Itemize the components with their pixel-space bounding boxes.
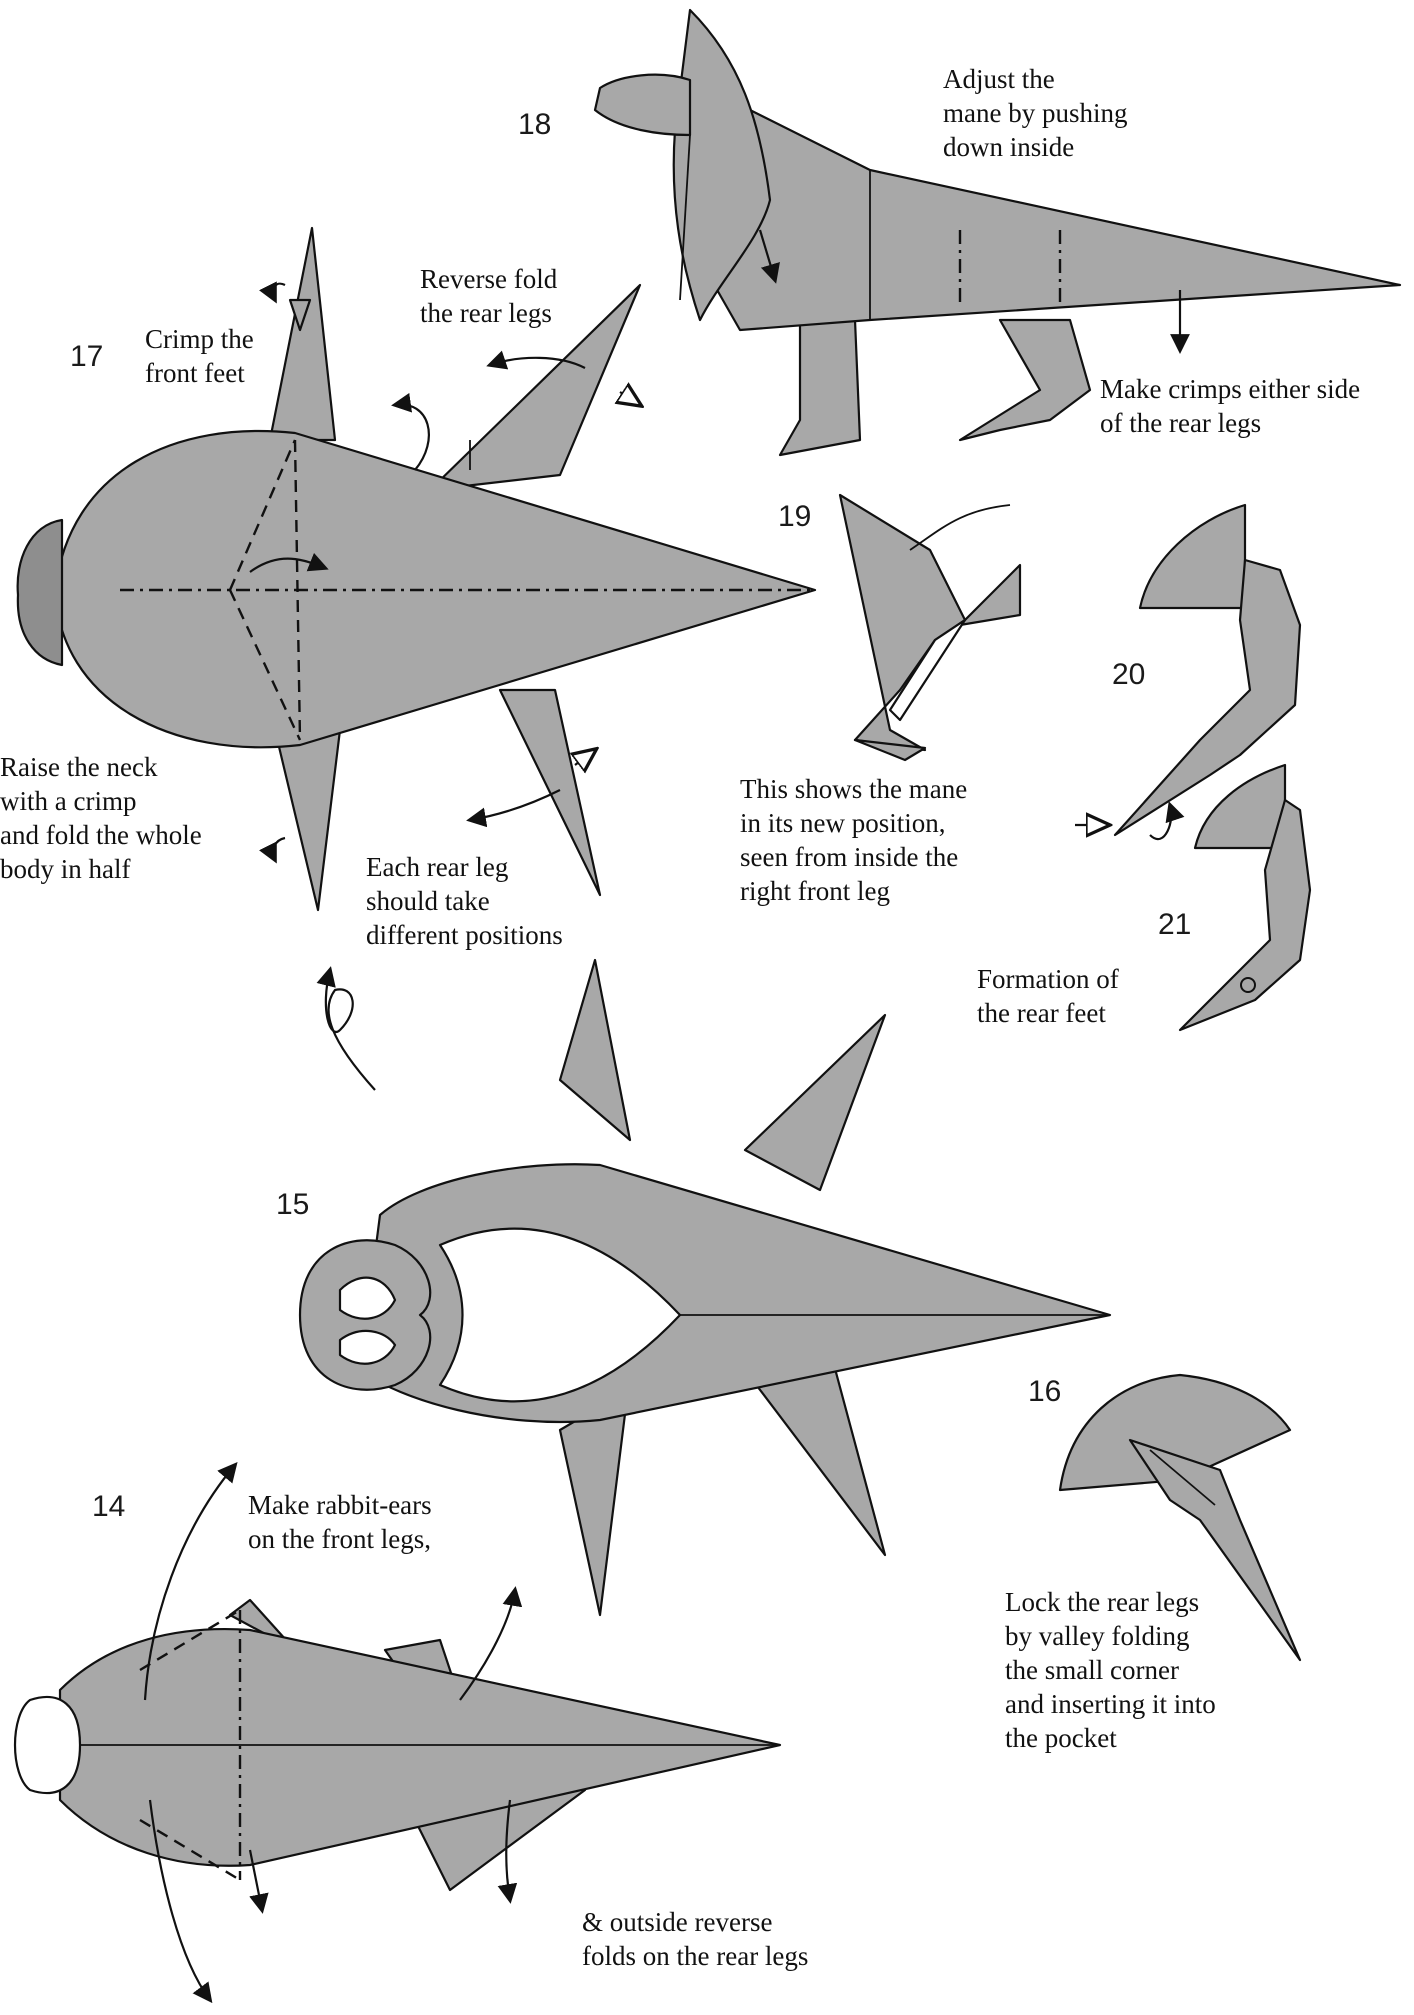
step-19-model — [840, 495, 1020, 760]
caption-make-crimps: Make crimps either side of the rear legs — [1100, 372, 1360, 440]
step-number-16: 16 — [1028, 1375, 1061, 1409]
caption-each-rear-leg: Each rear leg should take different posi… — [366, 850, 563, 952]
step-number-17: 17 — [70, 340, 103, 374]
caption-lock-rear-legs: Lock the rear legs by valley folding the… — [1005, 1585, 1216, 1755]
step-21-model — [1180, 765, 1310, 1030]
caption-mane-new-position: This shows the mane in its new position,… — [740, 772, 967, 908]
step-number-20: 20 — [1112, 658, 1145, 692]
caption-raise-neck: Raise the neck with a crimp and fold the… — [0, 750, 202, 886]
caption-reverse-fold: Reverse fold the rear legs — [420, 262, 557, 330]
step-number-15: 15 — [276, 1188, 309, 1222]
step-number-19: 19 — [778, 500, 811, 534]
step-number-18: 18 — [518, 108, 551, 142]
caption-crimp-front-feet: Crimp the front feet — [145, 322, 254, 390]
turn-over-arrow — [326, 970, 375, 1090]
caption-rabbit-ears: Make rabbit-ears on the front legs, — [248, 1488, 432, 1556]
caption-rear-feet: Formation of the rear feet — [977, 962, 1119, 1030]
step-number-21: 21 — [1158, 908, 1191, 942]
caption-adjust-mane: Adjust the mane by pushing down inside — [943, 62, 1127, 164]
caption-outside-reverse: & outside reverse folds on the rear legs — [582, 1905, 808, 1973]
step-number-14: 14 — [92, 1490, 125, 1524]
